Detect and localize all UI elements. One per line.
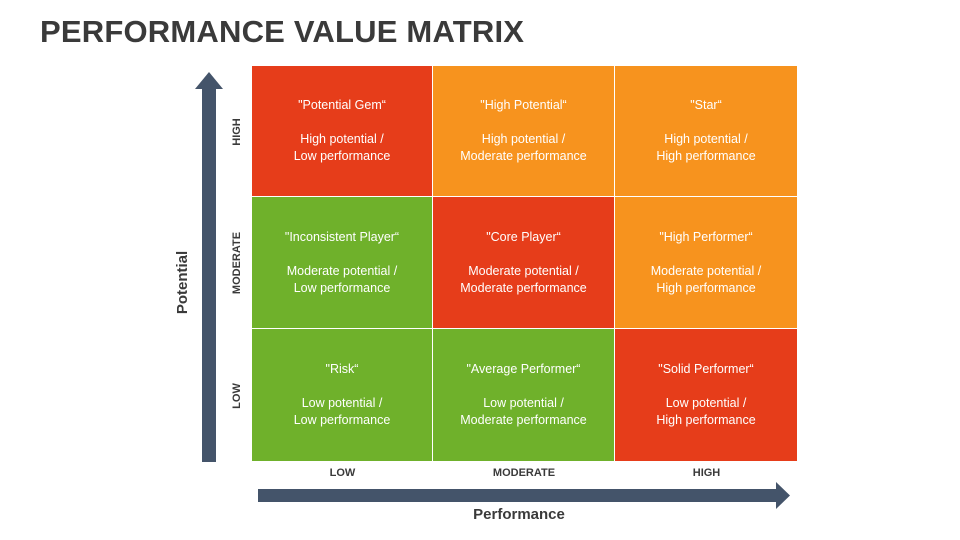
x-level-moderate: MODERATE [492, 467, 556, 479]
matrix-cell-inconsistent-player: "Inconsistent Player“ Moderate potential… [252, 197, 433, 329]
cell-name: "Core Player“ [486, 229, 561, 244]
matrix-cell-solid-performer: "Solid Performer“ Low potential / High p… [615, 329, 798, 462]
matrix-grid: "Potential Gem“ High potential / Low per… [252, 66, 798, 462]
cell-description: Moderate potential / High performance [650, 263, 762, 295]
y-axis-title: Potential [174, 250, 192, 314]
y-level-low: LOW [230, 382, 243, 409]
cell-description: High potential / High performance [656, 132, 756, 163]
x-axis-title: Performance [473, 506, 565, 523]
matrix-cell-core-player: "Core Player“ Moderate potential / Moder… [433, 197, 615, 329]
x-axis-arrow [258, 482, 790, 509]
cell-name: "Solid Performer“ [658, 362, 754, 376]
page-title: PERFORMANCE VALUE MATRIX [40, 14, 525, 49]
cell-description: Low potential / Low performance [293, 396, 391, 427]
matrix-cell-potential-gem: "Potential Gem“ High potential / Low per… [252, 66, 433, 197]
cell-description: Low potential / High performance [656, 396, 756, 427]
y-level-high: HIGH [231, 117, 243, 146]
x-level-low: LOW [329, 467, 356, 479]
matrix-cell-high-performer: "High Performer“ Moderate potential / Hi… [615, 197, 798, 329]
cell-name: "Star“ [690, 98, 722, 112]
x-level-high: HIGH [692, 467, 721, 479]
cell-description: Low potential / Moderate performance [460, 396, 587, 427]
cell-description: Moderate potential / Low performance [286, 263, 398, 295]
y-axis-arrow [195, 72, 223, 462]
matrix-cell-star: "Star“ High potential / High performance [615, 66, 798, 197]
cell-name: "Average Performer“ [466, 362, 581, 376]
cell-name: "High Performer“ [659, 229, 753, 244]
cell-description: High potential / Moderate performance [460, 132, 587, 163]
matrix-cell-high-potential: "High Potential“ High potential / Modera… [433, 66, 615, 197]
y-level-moderate: MODERATE [231, 231, 244, 295]
matrix-cell-risk: "Risk“ Low potential / Low performance [252, 329, 433, 462]
cell-name: "Risk“ [325, 362, 359, 376]
matrix-cell-average-performer: "Average Performer“ Low potential / Mode… [433, 329, 615, 462]
cell-name: "High Potential“ [480, 98, 567, 112]
cell-description: High potential / Low performance [293, 132, 391, 163]
cell-name: "Inconsistent Player“ [284, 229, 400, 244]
cell-name: "Potential Gem“ [298, 98, 386, 112]
cell-description: Moderate potential / Moderate performanc… [460, 263, 587, 295]
